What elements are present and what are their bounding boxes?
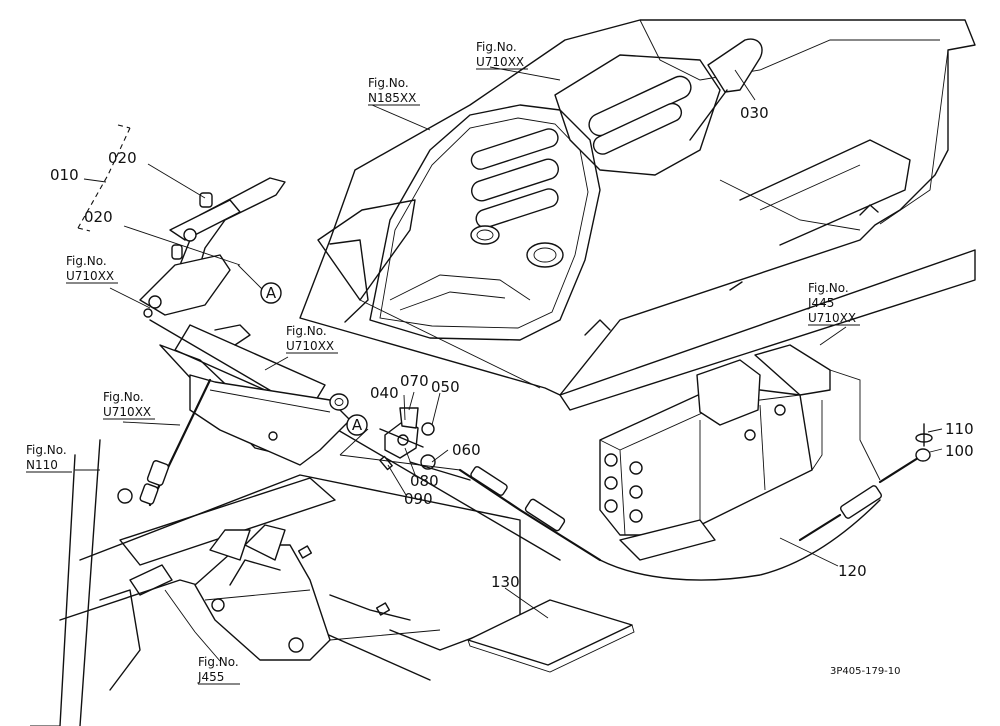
- part-label-050: 050: [431, 378, 460, 396]
- fender-platform: [299, 19, 976, 411]
- fig-label-mid: Fig.No.: [286, 324, 327, 338]
- fig-ref-u710-left: U710XX: [66, 269, 114, 283]
- fig-ref-u710-right: U710XX: [808, 311, 856, 325]
- fig-ref-u710-top: U710XX: [476, 55, 524, 69]
- part-label-020-upper: 020: [108, 149, 137, 167]
- fig-label-left: Fig.No.: [66, 254, 107, 268]
- fig-label-top: Fig.No.: [476, 40, 517, 54]
- control-cable: [458, 423, 933, 581]
- part-label-040: 040: [370, 384, 399, 402]
- operator-manual: [467, 599, 635, 673]
- fig-label-right: Fig.No.: [808, 281, 849, 295]
- part-label-010: 010: [50, 166, 79, 184]
- callout-a-upper: A: [260, 282, 282, 304]
- part-number-labels: 010 020 020 030 040 050 060 070 080 090 …: [50, 104, 974, 591]
- part-label-080: 080: [410, 472, 439, 490]
- leader-lines: [75, 66, 943, 662]
- part-label-090: 090: [404, 490, 433, 508]
- part-label-030: 030: [740, 104, 769, 122]
- fig-ref-u710-mid: U710XX: [286, 339, 334, 353]
- callout-a-lower-label: A: [352, 416, 363, 434]
- fig-label-j455: Fig.No.: [198, 655, 239, 669]
- figure-reference-labels: Fig.No. U710XX Fig.No. N185XX Fig.No. U7…: [26, 40, 860, 685]
- lever-knob: [689, 38, 763, 141]
- control-valve: [599, 344, 881, 561]
- fig-ref-n110: N110: [26, 458, 58, 472]
- lever-assembly: [77, 124, 286, 318]
- lower-frame: [30, 439, 521, 726]
- fig-ref-u710-lower: U710XX: [103, 405, 151, 419]
- part-label-070: 070: [400, 372, 429, 390]
- part-label-100: 100: [945, 442, 974, 460]
- drawing-code: 3P405-179-10: [830, 666, 901, 677]
- part-label-130: 130: [491, 573, 520, 591]
- callout-a-upper-label: A: [266, 284, 277, 302]
- part-label-110: 110: [945, 420, 974, 438]
- part-label-020-lower: 020: [84, 208, 113, 226]
- linkage-rods: [117, 319, 561, 561]
- link-bracket: [329, 393, 471, 481]
- part-label-120: 120: [838, 562, 867, 580]
- fig-ref-j455: J455: [197, 670, 224, 684]
- fig-label-lower: Fig.No.: [103, 390, 144, 404]
- fig-label-n110: Fig.No.: [26, 443, 67, 457]
- callout-a-lower: A: [346, 414, 368, 436]
- part-label-060: 060: [452, 441, 481, 459]
- fig-ref-j445: J445: [807, 296, 834, 310]
- fig-ref-n185: N185XX: [368, 91, 416, 105]
- fig-label-n185: Fig.No.: [368, 76, 409, 90]
